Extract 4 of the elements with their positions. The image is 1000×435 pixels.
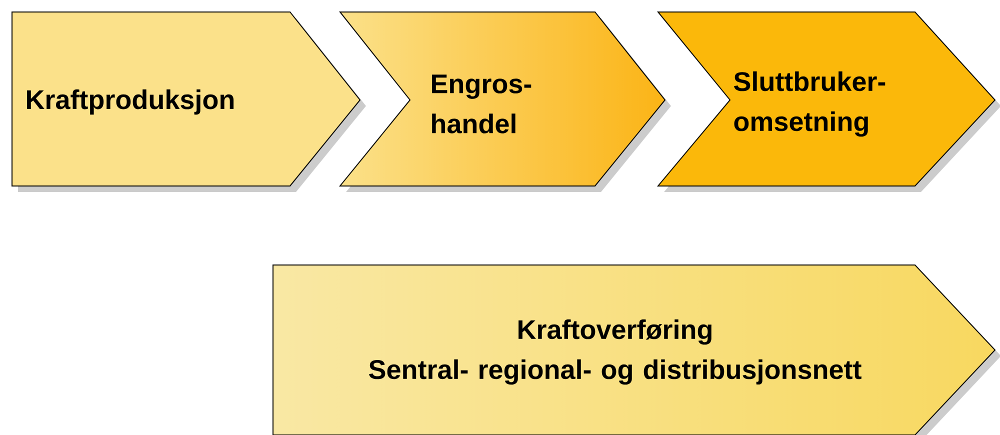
arrow-box: Kraftoverføring Sentral- regional- og distribusjonsnett: [272, 264, 1000, 435]
arrow-box: Sluttbruker- omsetning: [656, 12, 1000, 192]
arrow-box: Engros- handel: [338, 12, 671, 192]
arrow-box: Kraftproduksjon: [12, 12, 366, 192]
